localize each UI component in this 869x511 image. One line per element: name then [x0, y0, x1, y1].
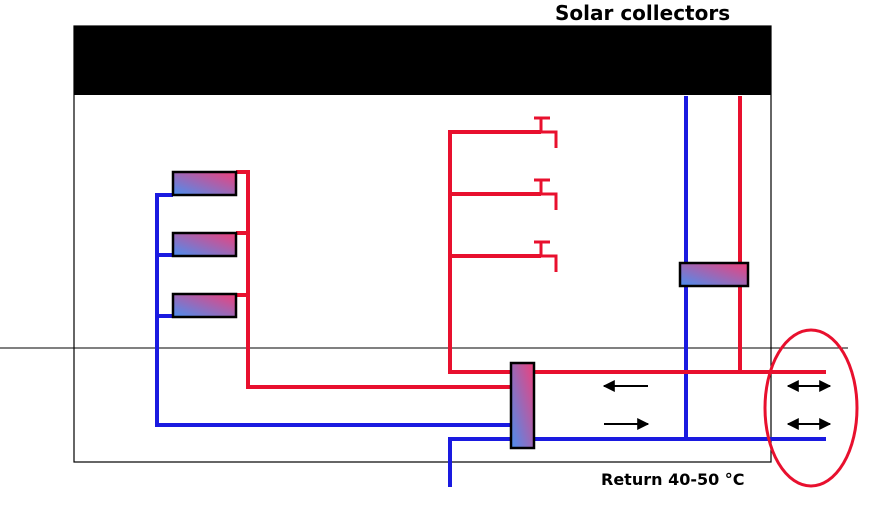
dhw-hot-riser: [448, 130, 541, 374]
radiator-1: [171, 170, 238, 197]
collector-heat-exchanger: [678, 261, 750, 288]
cold-pipes: [155, 96, 826, 487]
tap-3: [534, 240, 558, 272]
tap-1: [534, 116, 558, 148]
solar-collectors-label: Solar collectors: [555, 1, 731, 25]
hot-pipes: [236, 96, 826, 389]
radiator-cold-riser: [155, 193, 512, 427]
taps: [534, 116, 558, 272]
supply-cold-inlet: [448, 437, 512, 487]
radiator-2: [171, 231, 238, 258]
radiator-3: [171, 292, 238, 319]
network-connection-highlight: [763, 328, 859, 488]
radiator-hot-riser: [236, 170, 512, 389]
main-heat-exchanger: [509, 361, 536, 450]
solar-collector-band: [74, 26, 771, 95]
return-temperature-label: Return 40-50 °C: [601, 470, 745, 489]
tap-2: [534, 178, 558, 210]
